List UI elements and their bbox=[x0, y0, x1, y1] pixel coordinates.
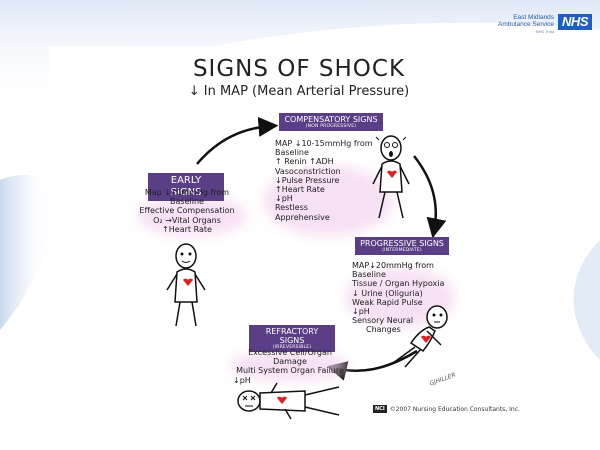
list-item: MAP ↓10-15mmHg from bbox=[275, 139, 373, 148]
copyright-notice: NCI ©2007 Nursing Education Consultants,… bbox=[373, 405, 520, 413]
highlight-compensatory bbox=[263, 166, 393, 236]
compensatory-list: MAP ↓10-15mmHg from Baseline ↑ Renin ↑AD… bbox=[275, 139, 373, 222]
diagram-subtitle: ↓ In MAP (Mean Arterial Pressure) bbox=[188, 84, 410, 99]
refractory-subtitle: (IRREVERSIBLE) bbox=[272, 345, 312, 350]
arrow-early-to-compensatory bbox=[196, 116, 279, 165]
list-item: ↓pH bbox=[275, 194, 293, 204]
list-item: ↓Pulse Pressure bbox=[275, 175, 340, 185]
progressive-title: PROGRESSIVE SIGNS bbox=[360, 239, 444, 248]
compensatory-header: COMPENSATORY SIGNS (NON PROGRESSIVE) bbox=[279, 113, 383, 131]
list-item: Changes bbox=[366, 325, 401, 335]
list-item: Apprehensive bbox=[275, 212, 330, 222]
list-item: ↓pH bbox=[233, 375, 251, 385]
list-item: Restless bbox=[275, 203, 308, 213]
list-item: Tissue / Organ Hypoxia bbox=[352, 279, 445, 289]
list-item: ↑ Renin ↑ADH bbox=[275, 157, 334, 167]
list-item: Vasoconstriction bbox=[275, 166, 341, 176]
list-item: Effective Compensation bbox=[139, 206, 235, 216]
compensatory-title: COMPENSATORY SIGNS bbox=[284, 115, 378, 124]
arrow-compensatory-to-progressive bbox=[413, 155, 447, 239]
refractory-title: REFRACTORY SIGNS bbox=[265, 327, 319, 345]
highlight-early bbox=[137, 196, 247, 236]
list-item: Baseline bbox=[352, 270, 386, 280]
copyright-text: ©2007 Nursing Education Consultants, Inc… bbox=[389, 405, 520, 413]
nhs-logo: NHS bbox=[558, 14, 592, 30]
list-item: Multi System Organ Failure bbox=[236, 366, 344, 376]
org-line-3: NHS Trust bbox=[535, 29, 555, 34]
progressive-header: PROGRESSIVE SIGNS (INTERMEDIATE) bbox=[355, 237, 449, 255]
org-line-2: Ambulance Service bbox=[498, 21, 555, 28]
early-list: Map ↓10mmHg from Baseline Effective Comp… bbox=[135, 188, 239, 234]
list-item: ↓pH bbox=[352, 307, 370, 317]
list-item: Damage bbox=[273, 357, 307, 367]
refractory-header: REFRACTORY SIGNS (IRREVERSIBLE) bbox=[249, 325, 335, 352]
list-item: MAP↓20mmHg from bbox=[352, 261, 434, 270]
progressive-figure-illustration bbox=[392, 305, 448, 368]
list-item: Baseline bbox=[275, 148, 309, 158]
compensatory-figure-illustration bbox=[372, 135, 410, 219]
diagram-title: SIGNS OF SHOCK bbox=[192, 56, 406, 82]
early-figure-illustration bbox=[166, 243, 206, 327]
nhs-branding: East Midlands Ambulance Service NHS Trus… bbox=[498, 14, 592, 35]
list-item: Weak Rapid Pulse bbox=[352, 297, 423, 307]
list-item: Baseline bbox=[170, 197, 204, 207]
progressive-subtitle: (INTERMEDIATE) bbox=[382, 248, 422, 253]
org-line-1: East Midlands bbox=[513, 14, 555, 21]
refractory-list: Excessive Cell/Organ Damage Multi System… bbox=[231, 348, 349, 385]
list-item: Excessive Cell/Organ bbox=[248, 348, 332, 357]
list-item: ↑Heart Rate bbox=[162, 224, 212, 234]
progressive-list: MAP↓20mmHg from Baseline Tissue / Organ … bbox=[352, 261, 444, 335]
list-item: ↑Heart Rate bbox=[275, 185, 325, 195]
list-item: ↓ Urine (Oliguria) bbox=[352, 288, 423, 298]
list-item: Sensory Neural bbox=[352, 316, 414, 326]
early-header: EARLY SIGNS bbox=[148, 173, 224, 201]
list-item: O₂ →Vital Organs bbox=[153, 215, 221, 225]
list-item: Map ↓10mmHg from bbox=[144, 188, 230, 197]
nci-logo-icon: NCI bbox=[373, 405, 387, 413]
refractory-figure-illustration bbox=[237, 382, 340, 420]
branding-text: East Midlands Ambulance Service NHS Trus… bbox=[498, 14, 554, 35]
compensatory-subtitle: (NON PROGRESSIVE) bbox=[305, 124, 357, 129]
highlight-refractory bbox=[229, 351, 349, 381]
diagram-panel: SIGNS OF SHOCK ↓ In MAP (Mean Arterial P… bbox=[49, 46, 549, 426]
